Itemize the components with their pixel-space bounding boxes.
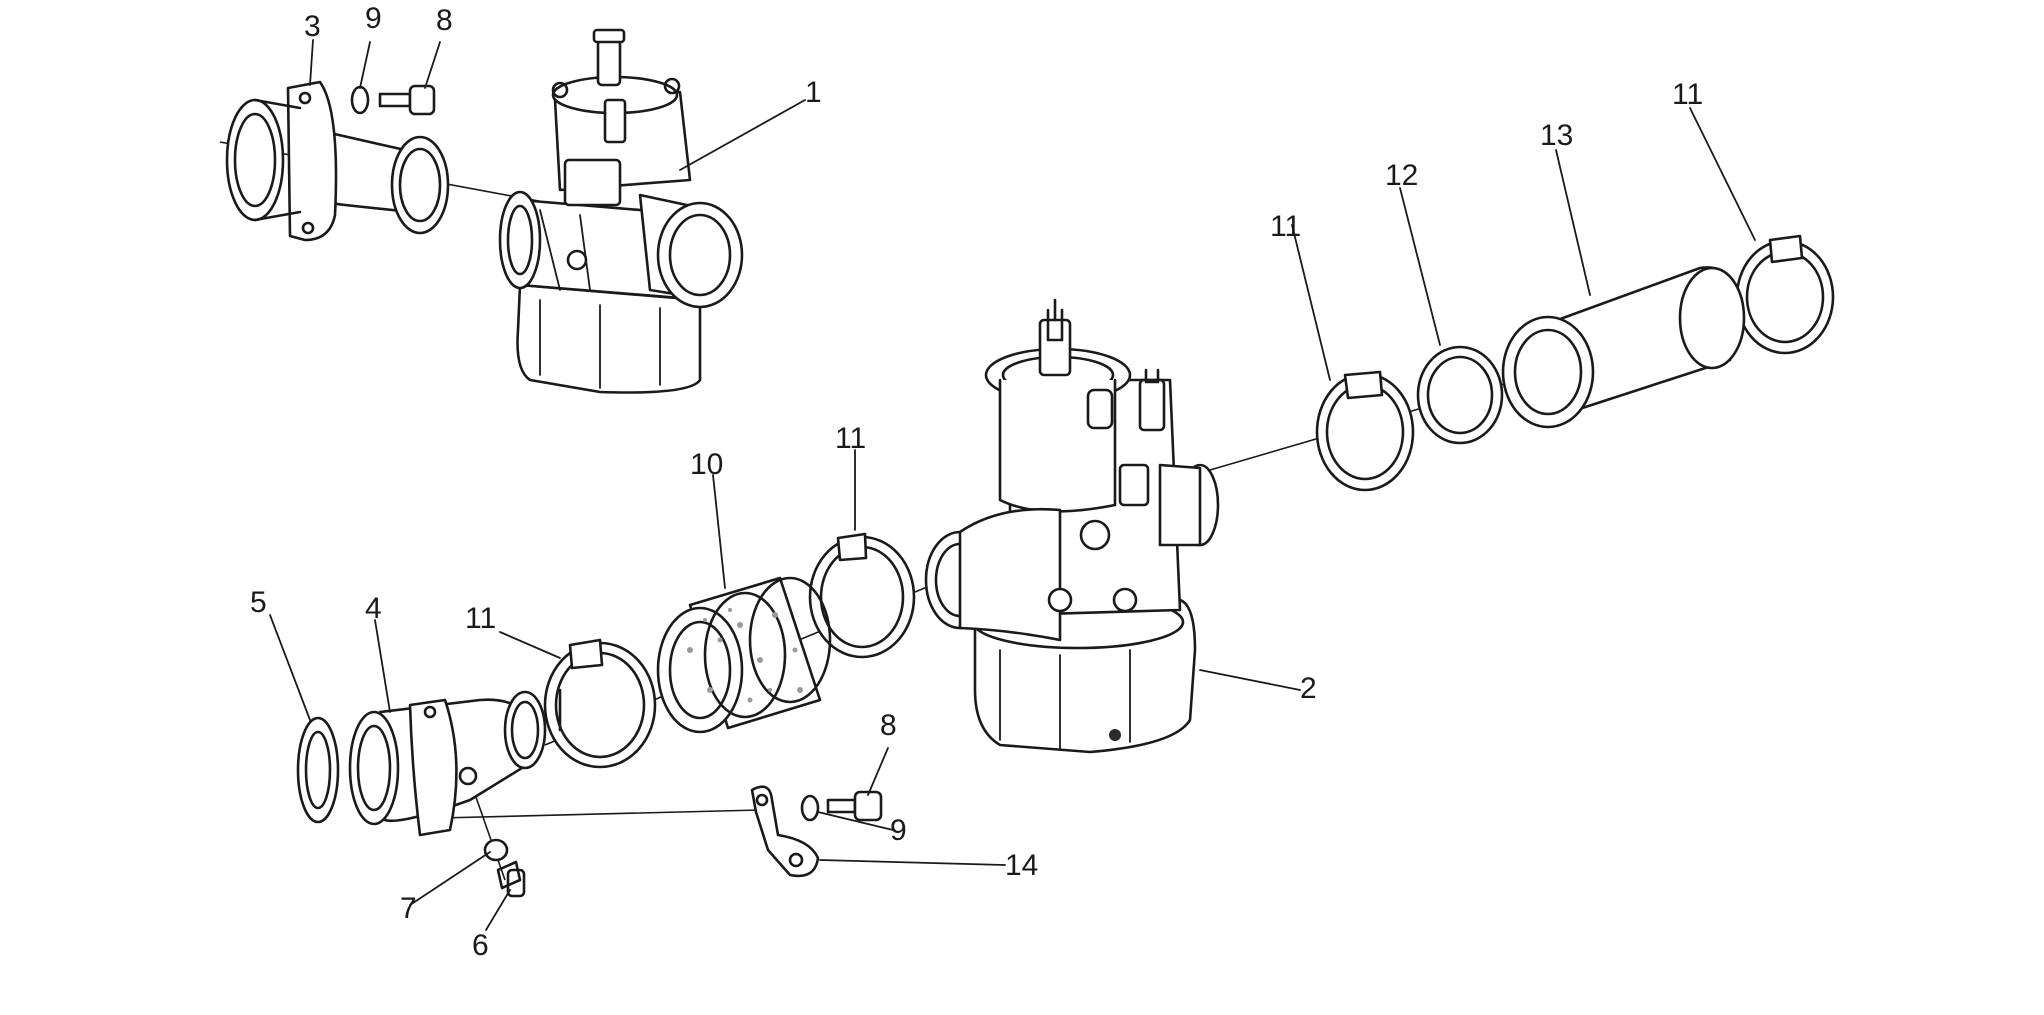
hose-clamp-icon xyxy=(808,532,916,659)
intake-manifold-lower-icon xyxy=(348,690,547,837)
callout-14: 14 xyxy=(1005,849,1038,882)
intake-manifold-upper-icon xyxy=(225,80,450,242)
air-filter-icon xyxy=(1501,266,1746,429)
screw-icon xyxy=(826,790,883,822)
callout-4: 4 xyxy=(365,592,382,625)
gasket-ring-icon xyxy=(1416,345,1504,445)
washer-icon xyxy=(350,85,370,115)
callout-10: 10 xyxy=(690,448,723,481)
carburetor-upper-icon xyxy=(498,28,744,394)
callout-labels: 3 9 8 1 11 13 12 11 10 11 5 4 11 2 8 9 1… xyxy=(250,2,1703,962)
callout-3: 3 xyxy=(304,10,321,43)
callout-13: 13 xyxy=(1540,119,1573,152)
callout-2: 2 xyxy=(1300,672,1317,705)
callout-8-lower: 8 xyxy=(880,709,897,742)
rubber-sleeve-icon xyxy=(656,576,832,734)
gasket-ring-icon xyxy=(296,716,340,824)
callout-11-right: 11 xyxy=(1270,210,1301,243)
hose-clamp-icon xyxy=(543,638,657,769)
carburetor-lower-icon xyxy=(924,298,1220,754)
callout-9-lower: 9 xyxy=(890,814,907,847)
callout-11-left: 11 xyxy=(465,602,496,635)
bracket-icon xyxy=(750,785,820,878)
washer-icon xyxy=(800,794,820,822)
callout-5: 5 xyxy=(250,586,267,619)
callout-12: 12 xyxy=(1385,159,1418,192)
callout-11-mid: 11 xyxy=(835,422,866,455)
callout-8-upper: 8 xyxy=(436,4,453,37)
hose-clamp-icon xyxy=(1735,234,1835,355)
screw-icon xyxy=(378,84,436,116)
callout-7: 7 xyxy=(400,892,417,925)
leader-lines xyxy=(269,39,1756,931)
hose-clamp-icon xyxy=(1315,370,1415,492)
washer-icon xyxy=(483,838,509,862)
callout-11-top-right: 11 xyxy=(1672,78,1703,111)
callout-9-upper: 9 xyxy=(365,2,382,35)
callout-1: 1 xyxy=(805,76,822,109)
callout-6: 6 xyxy=(472,929,489,962)
screw-icon xyxy=(496,860,526,898)
